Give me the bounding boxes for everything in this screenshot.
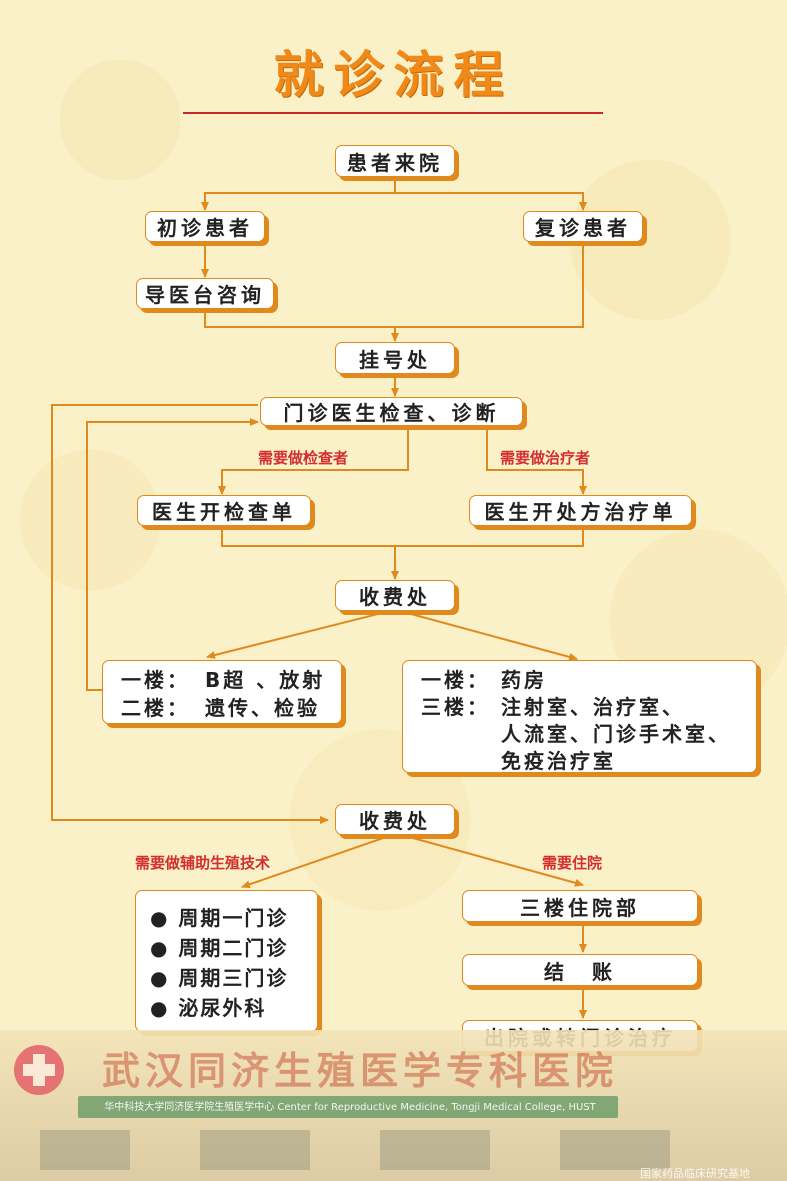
hospital-subtitle: 华中科技大学同济医学院生殖医学中心 Center for Reproductiv… [104, 1102, 596, 1113]
floor-rooms: 药房 [501, 668, 547, 692]
list-item: ● 周期一门诊 [150, 903, 288, 933]
node-treatment-order: 医生开处方治疗单 [469, 495, 692, 526]
treatment-floor-1: 一楼： 药房 [421, 667, 547, 694]
building-window [40, 1130, 130, 1170]
exam-rooms-box: 一楼： B超 、放射 二楼： 遗传、检验 [102, 660, 342, 724]
node-checkout: 结 账 [462, 954, 698, 986]
floor-label: 三楼： [421, 695, 490, 719]
floor-rooms: B超 、放射 [205, 668, 326, 692]
exam-floor-1: 一楼： B超 、放射 [121, 666, 325, 694]
treatment-floor-3-cont: 人流室、门诊手术室、 [421, 721, 731, 748]
treatment-floor-3-cont: 免疫治疗室 [421, 748, 616, 775]
clinic-name: 泌尿外科 [178, 996, 267, 1020]
floor-label: 一楼： [121, 668, 190, 692]
page-title: 就诊流程 [273, 46, 514, 104]
floor-rooms: 注射室、治疗室、 [501, 695, 685, 719]
title-underline [183, 112, 603, 114]
node-first-visit: 初诊患者 [145, 211, 265, 242]
list-item: ● 周期二门诊 [150, 933, 288, 963]
floor-label: 一楼： [421, 668, 490, 692]
corner-label: 国家药品临床研究基地 [640, 1167, 750, 1180]
bullet-icon: ● [150, 996, 179, 1020]
clinic-name: 周期一门诊 [178, 906, 289, 930]
treatment-floor-3: 三楼： 注射室、治疗室、 [421, 694, 685, 721]
list-item: ● 泌尿外科 [150, 993, 266, 1023]
label-need-exam: 需要做检查者 [258, 449, 349, 467]
bullet-icon: ● [150, 936, 179, 960]
node-exam-order: 医生开检查单 [137, 495, 311, 526]
node-return-visit: 复诊患者 [523, 211, 643, 242]
treatment-rooms-box: 一楼： 药房 三楼： 注射室、治疗室、 人流室、门诊手术室、 免疫治疗室 [402, 660, 757, 773]
red-cross-icon [14, 1045, 64, 1095]
floor-label: 二楼： [121, 696, 190, 720]
bullet-icon: ● [150, 906, 179, 930]
label-need-art: 需要做辅助生殖技术 [135, 854, 271, 872]
list-item: ● 周期三门诊 [150, 963, 288, 993]
node-registration: 挂号处 [335, 342, 455, 374]
node-cashier-2: 收费处 [335, 804, 455, 835]
hospital-name: 武汉同济生殖医学专科医院 [101, 1048, 618, 1093]
hospital-subtitle-band [78, 1096, 618, 1118]
node-guide-desk: 导医台咨询 [136, 278, 274, 309]
node-cashier-1: 收费处 [335, 580, 455, 611]
clinic-name: 周期二门诊 [178, 936, 289, 960]
node-patient-arrival: 患者来院 [335, 145, 455, 177]
exam-floor-2: 二楼： 遗传、检验 [121, 694, 320, 722]
label-need-admission: 需要住院 [542, 854, 603, 872]
node-inpatient-dept: 三楼住院部 [462, 890, 698, 922]
bullet-icon: ● [150, 966, 179, 990]
label-need-treatment: 需要做治疗者 [500, 449, 591, 467]
clinic-name: 周期三门诊 [178, 966, 289, 990]
floor-rooms: 人流室、门诊手术室、 [501, 722, 731, 746]
floor-rooms: 遗传、检验 [205, 696, 320, 720]
building-window [560, 1130, 670, 1170]
building-window [200, 1130, 310, 1170]
floor-rooms: 免疫治疗室 [501, 749, 616, 773]
node-diagnosis: 门诊医生检查、诊断 [260, 397, 523, 426]
building-window [380, 1130, 490, 1170]
art-clinics-box: ● 周期一门诊 ● 周期二门诊 ● 周期三门诊 ● 泌尿外科 [135, 890, 318, 1032]
